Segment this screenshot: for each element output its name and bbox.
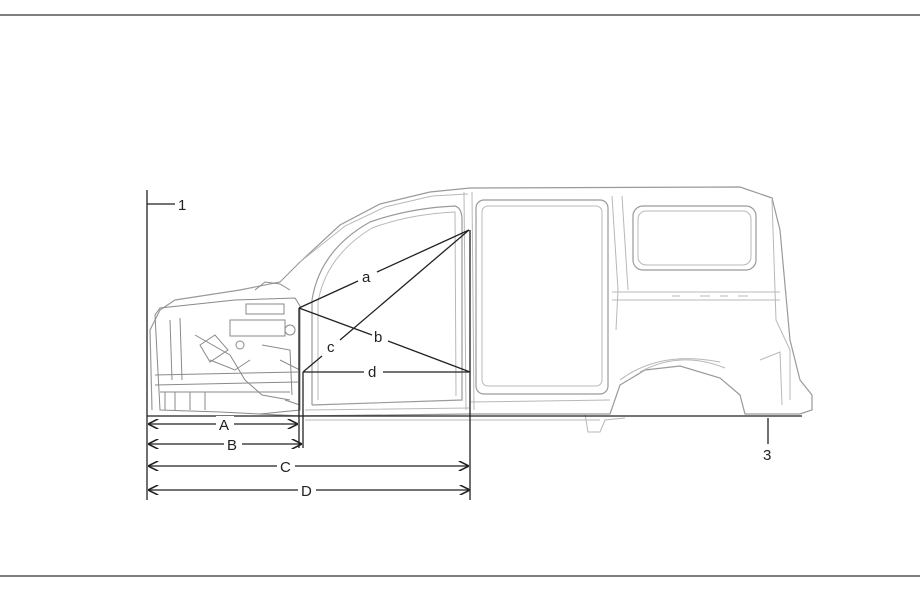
- label-c: c: [327, 339, 335, 356]
- diagonal-c: [339, 229, 470, 341]
- dimension-d-label: D: [301, 483, 312, 500]
- callout-3: 3: [763, 447, 771, 464]
- dimension-c-label: C: [280, 459, 291, 476]
- label-d: d: [368, 364, 376, 381]
- diagonal-b: [387, 340, 471, 373]
- diagonal-a: [298, 280, 359, 309]
- label-b: b: [374, 329, 382, 346]
- dimension-a-label: A: [219, 417, 229, 434]
- callout-1: 1: [178, 197, 186, 214]
- label-a: a: [362, 269, 371, 286]
- diagonal-a: [376, 229, 470, 273]
- diagonal-b: [298, 307, 373, 336]
- van-body-drawing: [149, 186, 813, 433]
- diagonal-c: [302, 355, 323, 373]
- dimension-b-label: B: [227, 437, 237, 454]
